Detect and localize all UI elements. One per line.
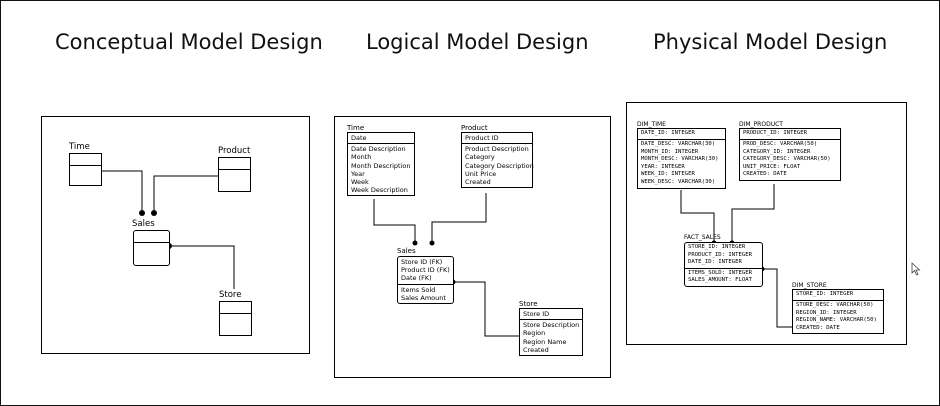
attribute-label: CATEGORY_ID: INTEGER <box>743 148 811 155</box>
physical-product-key: PRODUCT_ID: INTEGER <box>743 130 807 136</box>
physical-time-name: DIM_TIME <box>637 121 666 128</box>
physical-product-attrs: PROD_DESC: VARCHAR(50)CATEGORY_ID: INTEG… <box>740 140 840 180</box>
physical-title: Physical Model Design <box>653 30 888 54</box>
attribute-label: Category Description <box>465 161 534 170</box>
physical-store-key: STORE_ID: INTEGER <box>796 291 854 297</box>
key-label: DATE_ID: INTEGER <box>688 259 742 266</box>
concept-product-label: Product <box>218 146 251 156</box>
key-label: STORE_ID: INTEGER <box>688 244 746 250</box>
attribute-label: Created <box>465 178 491 187</box>
attribute-label: MONTH_ID: INTEGER <box>641 148 699 155</box>
attribute-label: MONTH_DESC: VARCHAR(30) <box>641 156 719 163</box>
mouse-cursor-icon <box>911 262 921 276</box>
key-label: PRODUCT_ID: INTEGER <box>688 251 752 258</box>
concept-sales-label: Sales <box>132 219 155 229</box>
attribute-label: WEEK_ID: INTEGER <box>641 171 695 178</box>
key-label: Product ID (FK) <box>401 266 450 275</box>
logical-product-key: Product ID <box>465 134 499 142</box>
attribute-label: Sales Amount <box>401 293 446 302</box>
physical-store-entity: STORE_ID: INTEGER STORE_DESC: VARCHAR(50… <box>792 289 884 335</box>
attribute-label: STORE_DESC: VARCHAR(50) <box>796 302 874 308</box>
attribute-label: SALES_AMOUNT: FLOAT <box>688 277 752 284</box>
logical-connectors <box>373 193 519 337</box>
concept-product-entity <box>218 157 251 192</box>
key-label: Store ID (FK) <box>401 258 443 266</box>
attribute-label: CREATED: DATE <box>796 324 840 331</box>
conceptual-connectors <box>101 170 235 289</box>
physical-diagram: DIM_TIME DATE_ID: INTEGER DATE_DESC: VAR… <box>626 102 907 345</box>
physical-time-key: DATE_ID: INTEGER <box>641 130 695 136</box>
logical-time-key: Date <box>351 134 367 142</box>
attribute-label: WEEK_DESC: VARCHAR(30) <box>641 178 716 185</box>
attribute-label: Store Description <box>523 321 580 330</box>
conceptual-title: Conceptual Model Design <box>55 30 323 54</box>
attribute-label: UNIT_PRICE: FLOAT <box>743 163 801 170</box>
physical-sales-name: FACT_SALES <box>684 234 721 241</box>
key-label: Date (FK) <box>401 274 432 283</box>
attribute-label: Items Sold <box>401 285 436 294</box>
attribute-label: Region <box>523 329 546 338</box>
attribute-label: Week <box>351 178 369 187</box>
physical-store-attrs: STORE_DESC: VARCHAR(50)REGION_ID: INTEGE… <box>793 301 883 333</box>
attribute-label: Week Description <box>351 186 408 195</box>
concept-store-entity <box>219 301 252 336</box>
logical-product-name: Product <box>461 124 488 132</box>
attribute-label: Month Description <box>351 161 411 170</box>
attribute-label: ITEMS_SOLD: INTEGER <box>688 269 752 276</box>
attribute-label: DATE_DESC: VARCHAR(30) <box>641 141 716 147</box>
concept-sales-entity <box>133 230 170 266</box>
attribute-label: REGION_NAME: VARCHAR(50) <box>796 317 877 324</box>
logical-store-name: Store <box>519 300 538 308</box>
attribute-label: CATEGORY_DESC: VARCHAR(50) <box>743 156 831 163</box>
concept-time-entity <box>69 153 102 186</box>
attribute-label: Unit Price <box>465 169 497 178</box>
physical-store-name: DIM_STORE <box>792 282 827 289</box>
logical-sales-keys: Store ID (FK)Product ID (FK)Date (FK) <box>398 257 453 285</box>
logical-time-name: Time <box>347 124 365 132</box>
concept-time-label: Time <box>69 142 90 152</box>
attribute-label: Region Name <box>523 337 567 346</box>
attribute-label: Created <box>523 345 549 354</box>
physical-product-entity: PRODUCT_ID: INTEGER PROD_DESC: VARCHAR(5… <box>739 128 841 181</box>
concept-store-label: Store <box>219 290 242 300</box>
attribute-label: CREATED: DATE <box>743 171 787 178</box>
logical-store-key: Store ID <box>523 310 550 318</box>
attribute-label: PROD_DESC: VARCHAR(50) <box>743 141 818 147</box>
attribute-label: Category <box>465 153 495 162</box>
logical-sales-name: Sales <box>397 247 416 255</box>
physical-time-entity: DATE_ID: INTEGER DATE_DESC: VARCHAR(30)M… <box>637 128 726 189</box>
attribute-label: YEAR: INTEGER <box>641 163 685 170</box>
logical-sales-entity: Store ID (FK)Product ID (FK)Date (FK) It… <box>397 256 454 305</box>
logical-title: Logical Model Design <box>366 30 589 54</box>
conceptual-diagram: Time Product Sales Store <box>41 116 310 354</box>
attribute-label: Product Description <box>465 145 529 154</box>
attribute-label: REGION_ID: INTEGER <box>796 309 857 316</box>
attribute-label: Year <box>351 169 365 178</box>
physical-product-name: DIM_PRODUCT <box>739 121 783 128</box>
attribute-label: Date Description <box>351 145 406 154</box>
attribute-label: Month <box>351 153 372 162</box>
